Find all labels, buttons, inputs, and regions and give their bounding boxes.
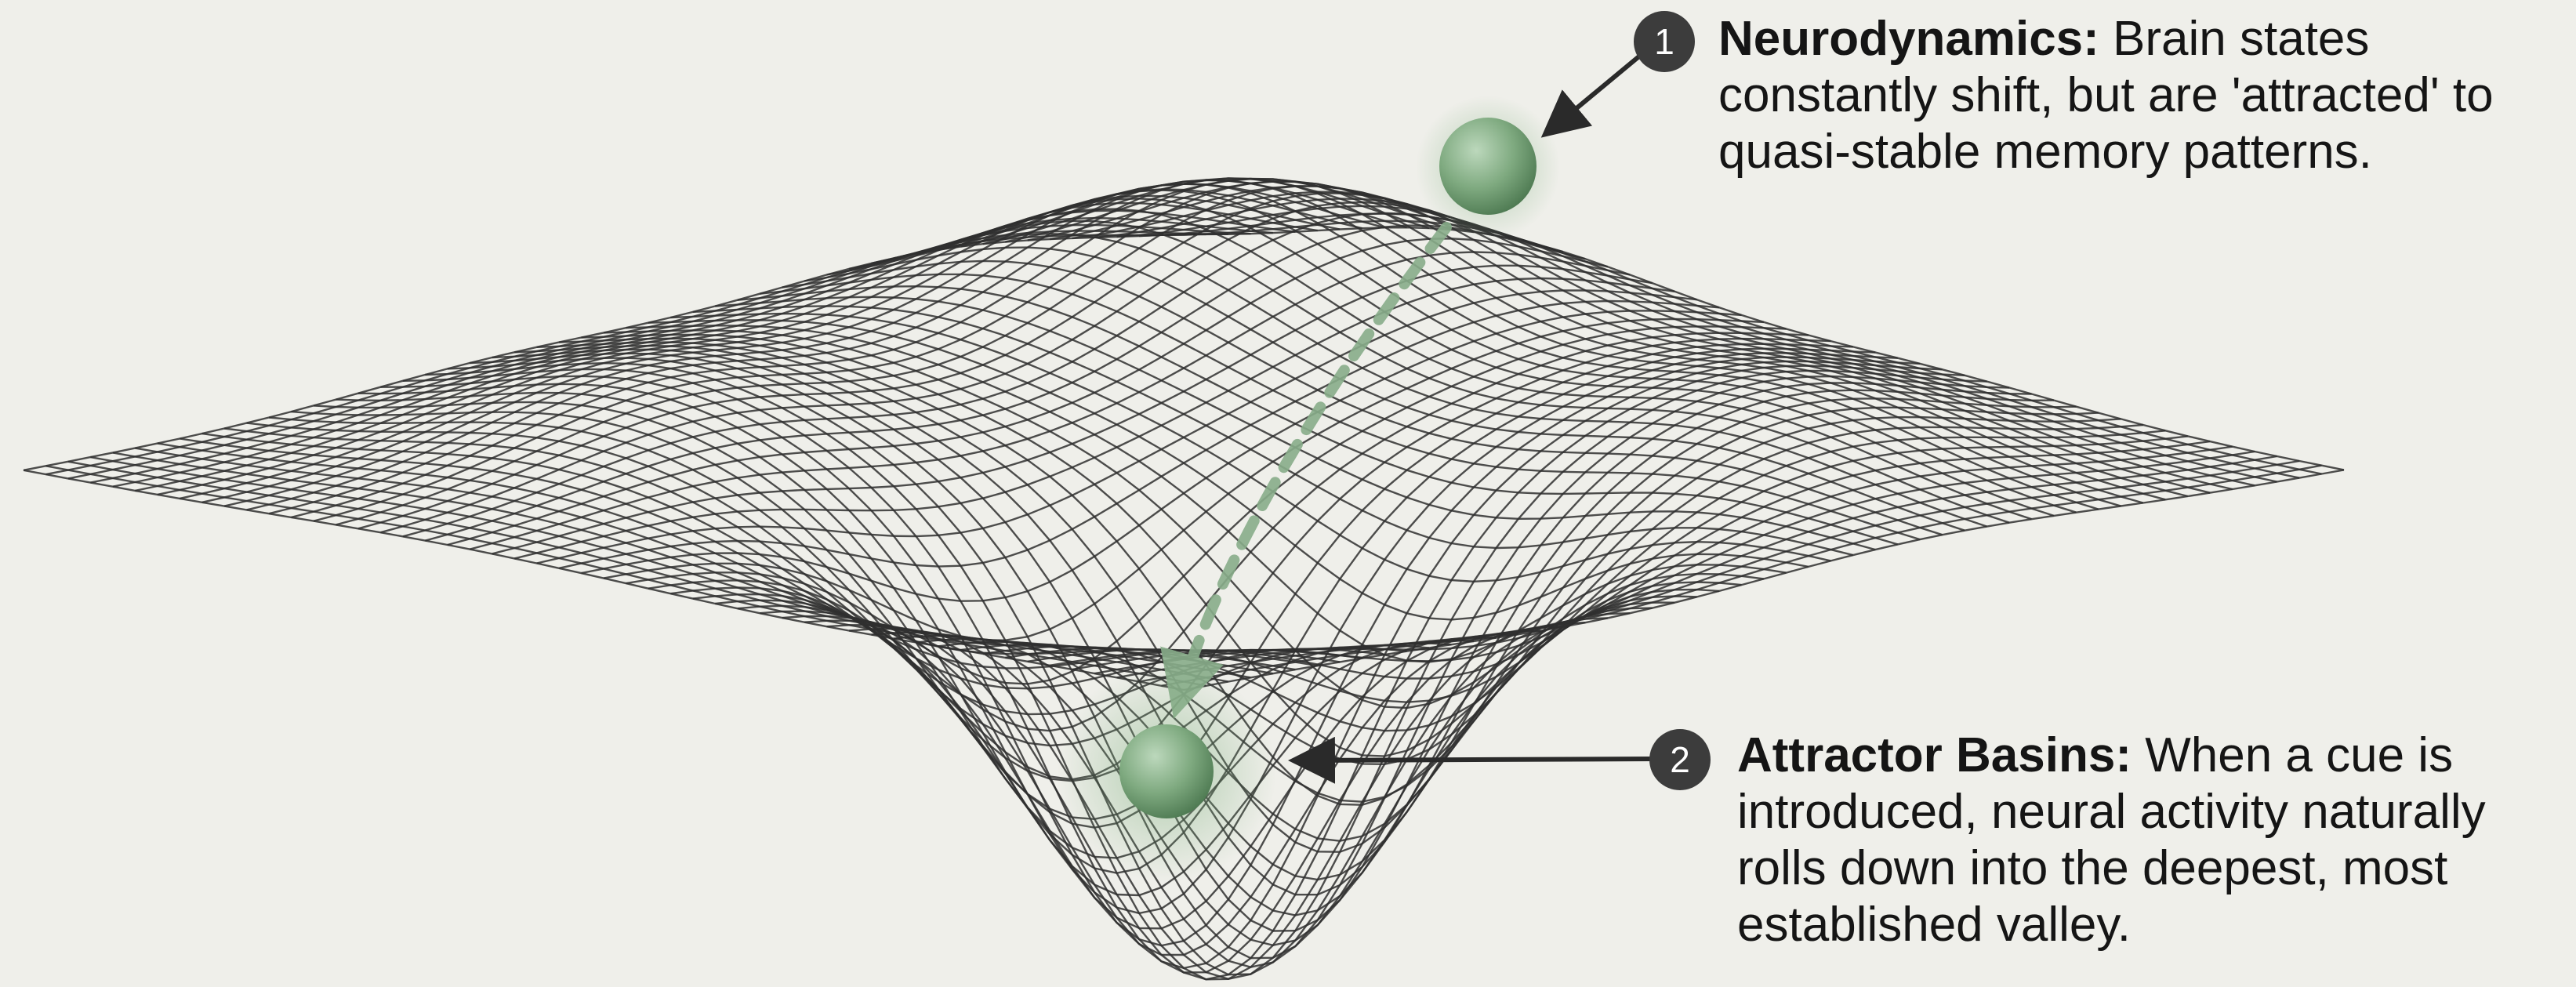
attractor-basins-text: When a cue is introduced, neural activit… [1737,728,2486,952]
mesh-line [581,310,1742,602]
attractor-basins-title: Attractor Basins: [1737,728,2132,782]
mesh-line [804,365,1965,981]
mesh-line [470,352,1631,960]
mesh-line [157,442,1318,667]
top-state-ball [1439,118,1537,215]
mesh-line [90,455,1251,679]
mesh-line [1116,205,2277,483]
mesh-line [447,357,1608,976]
mesh-line [826,369,1987,981]
basin-state-ball [1119,724,1214,818]
mesh-line [447,238,1609,546]
mesh-line [1161,464,2322,687]
mesh-line [1183,469,2345,691]
mesh-line [112,452,1274,675]
mesh-line [45,465,1206,687]
mesh-line [1072,191,2233,491]
mesh-line [268,177,1430,515]
mesh-line [737,352,1898,915]
mesh-line [425,361,1586,981]
mesh-line [1161,220,2322,475]
mesh-line [1094,450,2255,675]
mesh-line [626,325,1787,685]
step-1-badge: 1 [1634,11,1695,72]
neurodynamics-title: Neurodynamics: [1718,12,2099,66]
mesh-line [871,382,2032,947]
neurodynamics-text: Brain states constantly shift, but are '… [1718,12,2494,179]
mesh-line [782,259,1943,536]
mesh-line [492,348,1653,932]
mesh-line [1138,459,2300,683]
mesh-line [960,179,2121,507]
mesh-line [313,401,1475,859]
mesh-line [849,375,2010,968]
mesh-line [760,356,1921,947]
mesh-line [135,447,1296,671]
callout-1-pointer [1540,49,1646,138]
attractor-basins-callout: Attractor Basins: When a cue is introduc… [1737,728,2568,953]
mesh-line [291,410,1452,821]
step-2-badge: 2 [1649,729,1711,790]
mesh-line [67,460,1229,683]
callout-2-pointer [1288,736,1653,784]
wireframe-grid [23,177,2345,981]
mesh-line [336,391,1497,897]
neurodynamics-callout: Neurodynamics: Brain states constantly s… [1718,11,2549,180]
mesh-line [23,469,1185,691]
mesh-line [603,329,1765,709]
mesh-line [1116,455,2277,679]
descent-path-arrow [1160,222,1452,719]
